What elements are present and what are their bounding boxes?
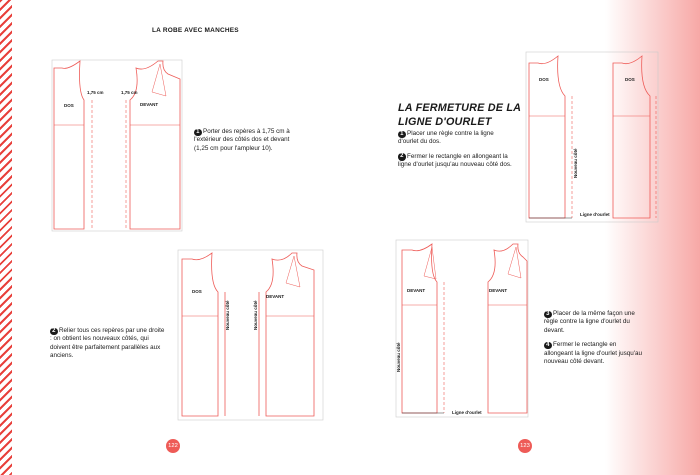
label-nouveau-cote: Nouveau côté xyxy=(573,148,578,178)
label-dos: DOS xyxy=(625,77,635,82)
step-text: Fermer le rectangle en allongeant la lig… xyxy=(398,152,512,169)
label-measure-devant: 1,75 cm xyxy=(121,90,138,95)
label-dos: DOS xyxy=(192,289,202,294)
running-header: LA ROBE AVEC MANCHES xyxy=(152,27,239,34)
label-devant: DEVANT xyxy=(407,288,425,293)
step-text: Relier tous ces repères par une droite :… xyxy=(50,327,165,360)
label-measure-dos: 1,75 cm xyxy=(87,90,104,95)
decorative-stripes xyxy=(0,0,12,475)
label-devant: DEVANT xyxy=(266,294,284,299)
label-nouveau-cote: Nouveau côté xyxy=(225,300,230,330)
label-ligne-ourlet: Ligne d'ourlet xyxy=(452,410,482,415)
page-number-left: 122 xyxy=(166,439,180,453)
step-text: Placer une règle contre la ligne d'ourle… xyxy=(398,130,494,146)
label-ligne-ourlet: Ligne d'ourlet xyxy=(580,212,610,217)
step-number: 2 xyxy=(398,153,406,161)
label-dos: DOS xyxy=(539,77,549,82)
label-dos: DOS xyxy=(64,103,74,108)
label-devant: DEVANT xyxy=(140,102,158,107)
step-number: 1 xyxy=(398,130,406,138)
label-nouveau-cote: Nouveau côté xyxy=(253,300,258,330)
label-nouveau-cote: Nouveau côté xyxy=(396,342,401,372)
step-text: Porter des repères à 1,75 cm à l'extérie… xyxy=(194,128,290,152)
step-number: 2 xyxy=(50,327,58,335)
page-edge-gradient xyxy=(605,0,700,475)
page-number-right: 123 xyxy=(518,439,532,453)
step-number: 4 xyxy=(544,341,552,350)
step-number: 1 xyxy=(194,128,202,136)
step-text: Placer de la même façon une règle contre… xyxy=(544,310,635,334)
label-devant: DEVANT xyxy=(489,288,507,293)
section-title: LA FERMETURE DE LA LIGNE D'OURLET xyxy=(398,102,521,128)
step-number: 3 xyxy=(544,310,552,318)
step-text: Fermer le rectangle en allongeant la lig… xyxy=(544,341,642,366)
